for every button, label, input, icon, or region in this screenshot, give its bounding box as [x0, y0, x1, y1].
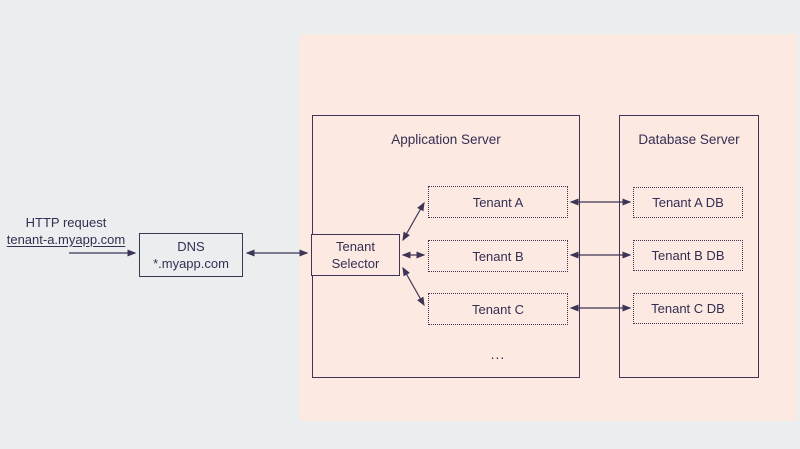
tenant-a-db-label: Tenant A DB — [652, 195, 724, 210]
database-server-box: Database Server — [619, 115, 759, 378]
application-server-title: Application Server — [391, 132, 501, 147]
server-highlight-panel — [300, 34, 797, 421]
tenant-a-db-box: Tenant A DB — [633, 187, 743, 218]
tenant-url-text: tenant-a.myapp.com — [6, 232, 126, 247]
more-tenants-ellipsis: ... — [490, 346, 506, 362]
dns-box: DNS *.myapp.com — [139, 233, 243, 277]
tenant-selector-box: Tenant Selector — [311, 234, 400, 276]
tenant-c-label: Tenant C — [471, 301, 525, 317]
dns-wildcard-label: *.myapp.com — [153, 256, 229, 271]
tenant-b-db-label: Tenant B DB — [651, 248, 725, 263]
dns-label: DNS — [177, 239, 205, 254]
tenant-c-db-box: Tenant C DB — [633, 293, 743, 324]
tenant-b-db-box: Tenant B DB — [633, 240, 743, 271]
tenant-c-box: Tenant C — [428, 293, 568, 325]
tenant-selector-label-line1: Tenant — [335, 239, 376, 254]
http-request-line: HTTP request — [25, 215, 107, 230]
http-request-label: HTTP request tenant-a.myapp.com — [2, 214, 130, 248]
tenant-a-box: Tenant A — [428, 186, 568, 218]
tenant-a-label: Tenant A — [472, 194, 524, 210]
tenant-c-db-label: Tenant C DB — [651, 301, 725, 316]
database-server-title: Database Server — [638, 132, 740, 147]
tenant-b-label: Tenant B — [472, 248, 524, 264]
tenant-selector-label-line2: Selector — [331, 256, 380, 271]
tenant-b-box: Tenant B — [428, 240, 568, 272]
